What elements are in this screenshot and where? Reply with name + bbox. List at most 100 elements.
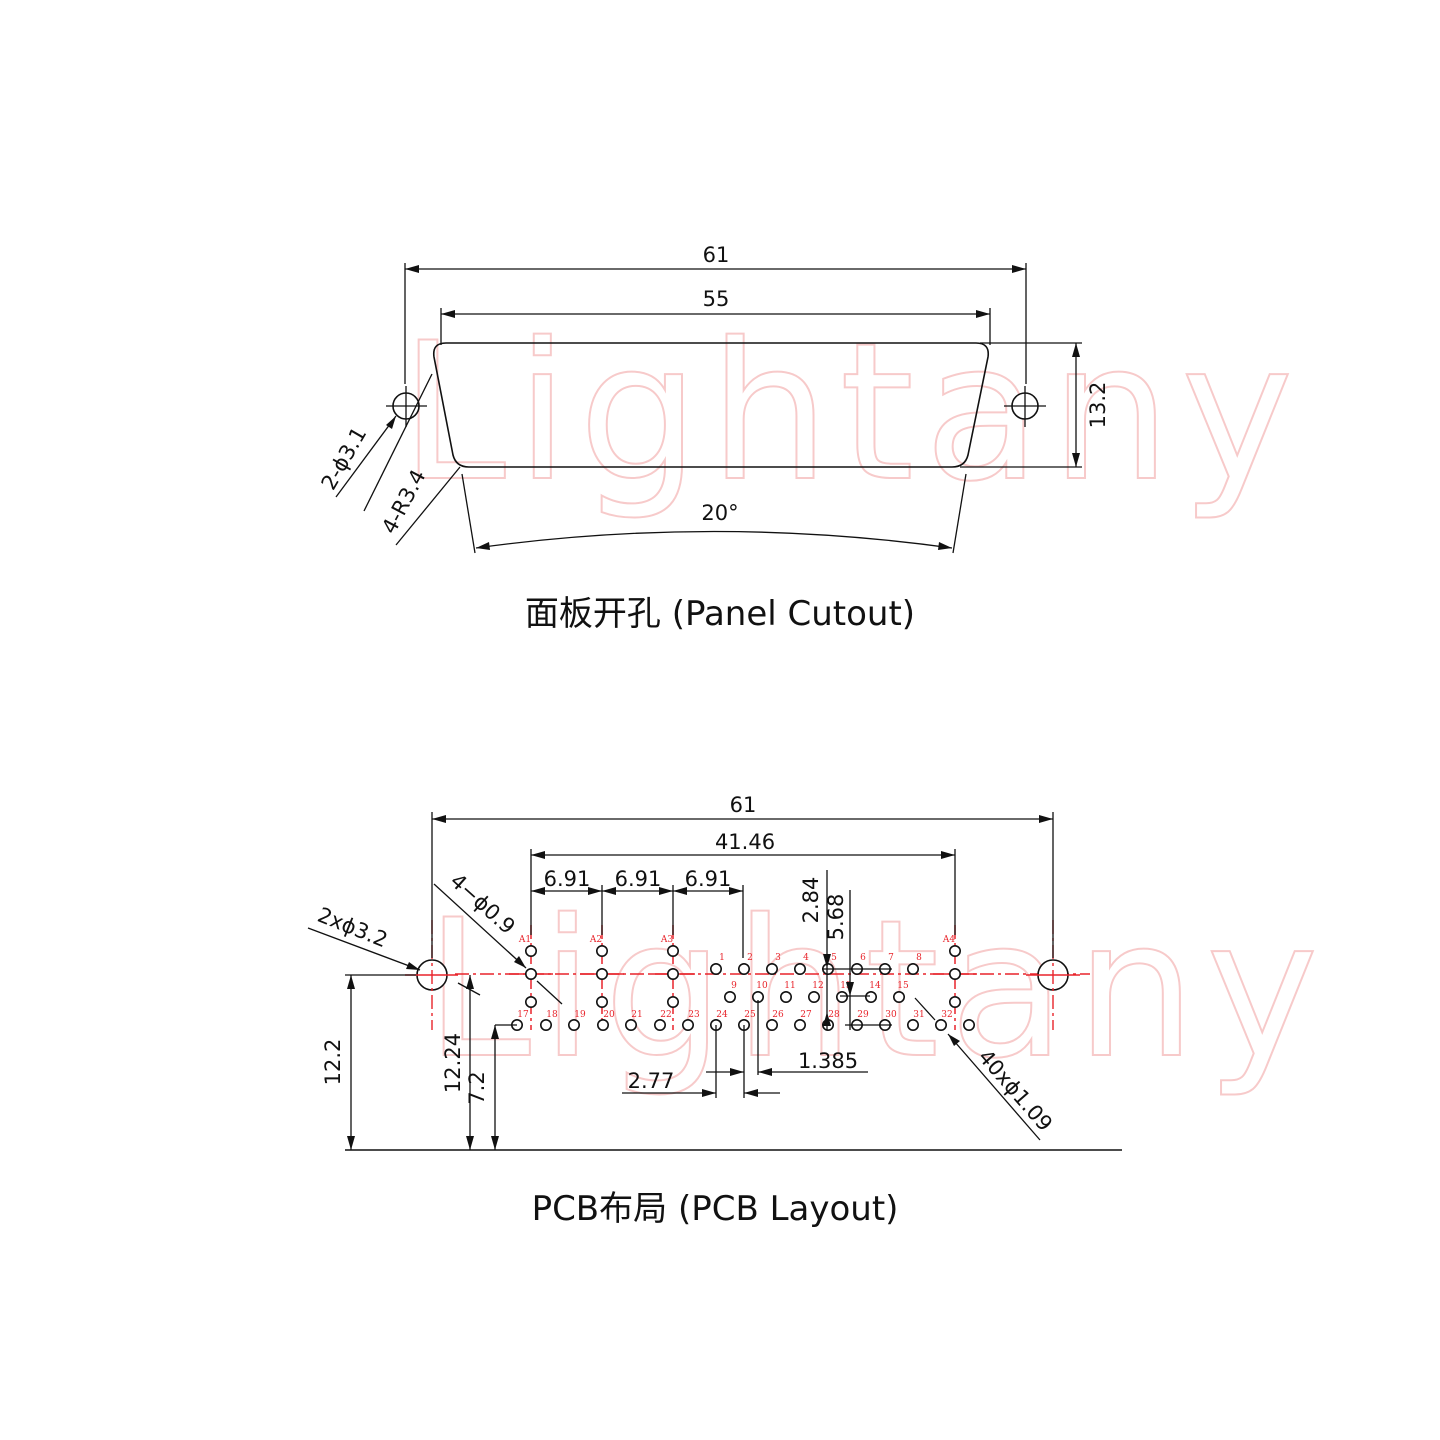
signal-pin	[906, 962, 919, 975]
signal-pin-label: 17	[517, 1010, 529, 1020]
signal-pin-label: 1	[719, 953, 725, 963]
mount-hole-right	[1004, 386, 1046, 427]
signal-pin	[737, 962, 750, 975]
signal-pin-label: 32	[941, 1010, 952, 1020]
coax-pin-bottom	[524, 995, 537, 1008]
signal-pin	[723, 990, 736, 1003]
coax-pin-top	[948, 944, 961, 957]
coax-label: A1	[518, 935, 531, 945]
coax-pin-top	[666, 944, 679, 957]
signal-pin-label: 31	[913, 1010, 924, 1020]
signal-pin-label: 6	[860, 953, 866, 963]
signal-pin	[934, 1018, 947, 1031]
signal-pin-label: 26	[772, 1010, 784, 1020]
signal-pin-label: 20	[603, 1010, 615, 1020]
coax-label: A4	[942, 935, 955, 945]
signal-pin-label: 19	[574, 1010, 586, 1020]
signal-pin	[709, 962, 722, 975]
dim-pitch-3-label: 6.91	[685, 867, 732, 891]
dim-61-panel: 61	[405, 243, 1026, 273]
signal-pin	[835, 990, 848, 1003]
signal-pin	[681, 1018, 694, 1031]
dim-12-2: 12.2	[321, 975, 355, 1150]
dim-55-label: 55	[703, 287, 730, 311]
signal-pin-label: 18	[546, 1010, 558, 1020]
signal-pin-label: 28	[828, 1010, 840, 1020]
coax-pin-bottom	[948, 995, 961, 1008]
dim-61-pcb-label: 61	[730, 793, 757, 817]
dim-hole-3-1: 2-ϕ3.1	[316, 415, 397, 498]
dim-2-77-label: 2.77	[628, 1069, 675, 1093]
dim-row-spacing: 2.84 5.68	[799, 870, 892, 1030]
signal-pin	[567, 1018, 580, 1031]
dim-13-2-label: 13.2	[1086, 382, 1110, 429]
dim-pitch-1-label: 6.91	[544, 867, 591, 891]
dim-12-24-label: 12.24	[441, 1033, 465, 1093]
coax-pin-center	[666, 967, 679, 980]
coax-label: A3	[660, 935, 673, 945]
signal-pin-label: 2	[747, 953, 753, 963]
signal-pin-label: 8	[916, 953, 922, 963]
dim-41-46-label: 41.46	[715, 830, 775, 854]
dim-row-5-68-label: 5.68	[824, 894, 848, 941]
coax-pin-top	[524, 944, 537, 957]
signal-pin-label: 30	[885, 1010, 897, 1020]
dim-61-panel-label: 61	[703, 243, 730, 267]
signal-pin-label: 22	[660, 1010, 671, 1020]
signal-pin-label: 5	[831, 953, 837, 963]
coax-pin-bottom	[595, 995, 608, 1008]
signal-pin	[962, 1018, 975, 1031]
dim-55: 55	[441, 287, 990, 318]
signal-pin	[906, 1018, 919, 1031]
signal-pin	[539, 1018, 552, 1031]
dim-61-pcb: 61	[432, 793, 1053, 823]
signal-pin-label: 9	[731, 981, 737, 991]
dim-angle-20-label: 20°	[701, 501, 738, 525]
signal-pin	[793, 1018, 806, 1031]
signal-pin	[892, 990, 905, 1003]
signal-pin	[779, 990, 792, 1003]
signal-pin	[765, 1018, 778, 1031]
panel-cutout-view: 61 55 13.2 2-ϕ3.1 4-R3.4	[316, 243, 1110, 634]
watermark-top: Lightany	[400, 302, 1303, 523]
dim-7-2: 7.2	[465, 1024, 517, 1150]
dim-pitch-coax: 6.91 6.91 6.91	[531, 867, 743, 895]
signal-pin-label: 12	[812, 981, 823, 991]
signal-pin-label: 7	[888, 953, 894, 963]
coax-pin-bottom	[666, 995, 679, 1008]
coax-pin-center	[595, 967, 608, 980]
signal-pin	[807, 990, 820, 1003]
coax-pin-center	[948, 967, 961, 980]
signal-pin-label: 23	[688, 1010, 700, 1020]
signal-pin-label: 10	[756, 981, 768, 991]
signal-pin	[596, 1018, 609, 1031]
coax-label: A2	[589, 935, 602, 945]
pcb-pin-field	[510, 944, 975, 1031]
signal-pin	[624, 1018, 637, 1031]
signal-pin-label: 29	[857, 1010, 869, 1020]
dim-41-46: 41.46	[531, 830, 955, 859]
dim-hole-3-1-label: 2-ϕ3.1	[316, 423, 371, 494]
coax-pin-top	[595, 944, 608, 957]
panel-cutout-caption: 面板开孔 (Panel Cutout)	[525, 594, 915, 634]
dim-13-2: 13.2	[1072, 343, 1110, 467]
pcb-layout-caption: PCB布局 (PCB Layout)	[532, 1189, 899, 1229]
signal-pin-label: 24	[716, 1010, 728, 1020]
signal-pin-label: 14	[869, 981, 881, 991]
dim-1-385-label: 1.385	[798, 1049, 858, 1073]
watermark-bottom: Lightany	[425, 879, 1328, 1100]
watermarks: Lightany Lightany	[399, 301, 1328, 1101]
signal-pin-label: 3	[775, 953, 781, 963]
d-shape-outline	[432, 342, 990, 468]
signal-pin	[653, 1018, 666, 1031]
signal-pin-label: 21	[631, 1010, 642, 1020]
dim-7-2-label: 7.2	[465, 1071, 489, 1104]
signal-pin	[793, 962, 806, 975]
signal-pin-label: 4	[803, 953, 809, 963]
dim-angle-20: 20°	[461, 473, 967, 554]
dim-12-24: 12.24	[441, 975, 474, 1150]
dim-pin-offsets: 2.77 1.385	[622, 1000, 868, 1098]
coax-pin-center	[524, 967, 537, 980]
